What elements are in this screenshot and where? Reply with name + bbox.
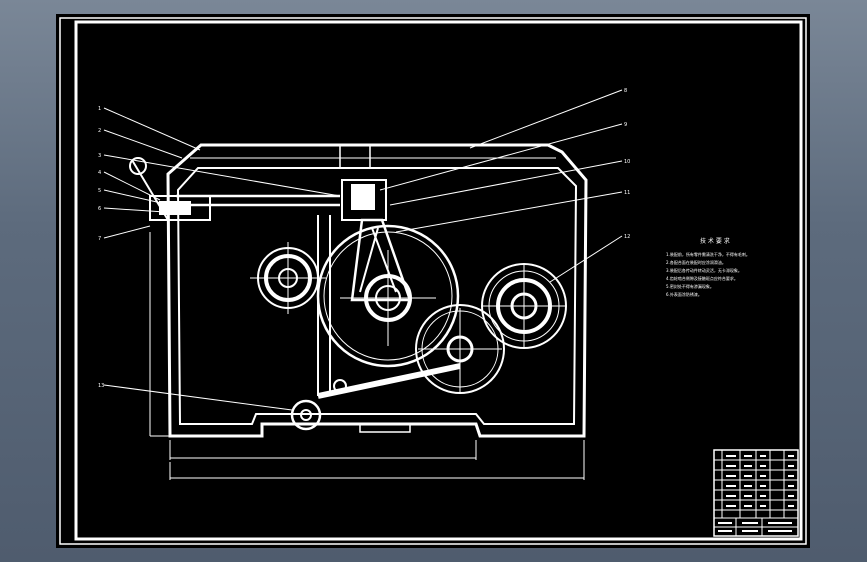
title-block [713,449,799,537]
leader-label: 1 [98,106,101,112]
leader-labels-right: 8 9 10 11 12 [624,88,630,240]
technical-notes: 技 术 要 求 1.装配前，所有零件需清洗干净，不得有毛刺。 2.各配合面在装配… [666,237,750,297]
leader-label: 10 [624,159,630,165]
lever-handle [129,157,211,437]
note-line: 3.装配后各传动件转动灵活，无卡滞现象。 [666,267,742,273]
dimension-lines [169,440,585,480]
leader-label: 6 [98,206,101,212]
leader-label: 9 [624,122,627,128]
drawing-sheet [56,14,810,548]
leader-label: 2 [98,128,101,134]
leader-lines [103,89,623,411]
note-line: 4.齿轮啮合侧隙及接触斑点应符合要求。 [666,275,738,281]
leader-labels-left: 1 2 3 4 5 6 7 13 [98,106,104,389]
left-shaft [250,242,326,314]
note-line: 2.各配合面在装配时应涂润滑油。 [666,259,726,265]
medium-gear [415,304,505,394]
leader-label: 7 [98,236,101,242]
notes-title: 技 术 要 求 [700,237,730,245]
leader-label: 3 [98,153,101,159]
leader-label: 12 [624,234,630,240]
leader-label: 11 [624,190,630,196]
note-line: 6.外表面涂防锈漆。 [666,291,702,297]
note-line: 5.密封处不得有渗漏现象。 [666,283,714,289]
large-gear [316,224,460,368]
outer-frame [59,17,807,545]
leader-label: 8 [624,88,627,94]
inner-frame [74,20,803,541]
note-line: 1.装配前，所有零件需清洗干净，不得有毛刺。 [666,251,750,257]
leader-label: 4 [98,170,101,176]
leader-label: 5 [98,188,101,194]
leader-label: 13 [98,383,104,389]
right-wheel [481,263,567,349]
title-block-fill [718,455,794,532]
bottom-pivot [290,379,347,431]
